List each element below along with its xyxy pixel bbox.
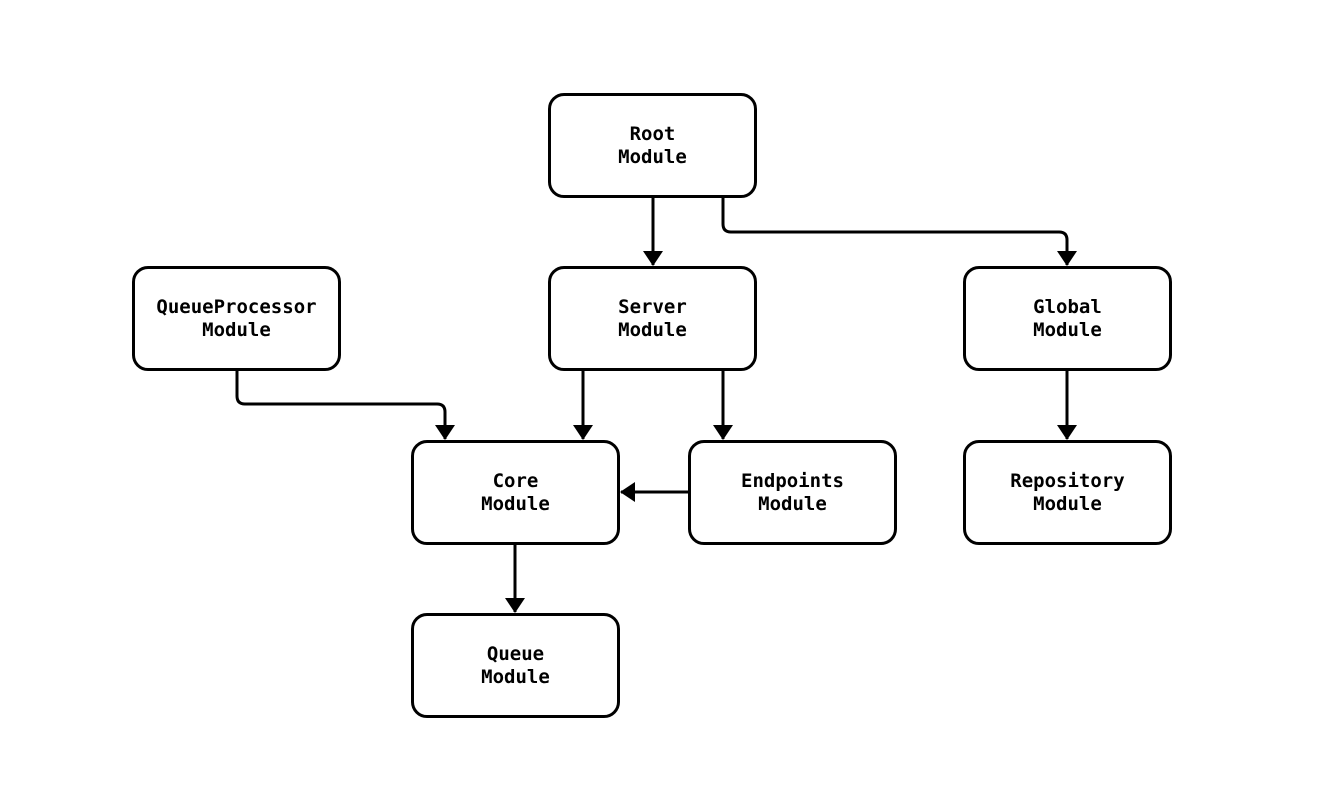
edges-group — [235, 198, 1077, 613]
node-label-line: Module — [1033, 318, 1102, 341]
node-label-line: Endpoints — [741, 469, 844, 492]
node-label-line: Server — [618, 295, 687, 318]
node-label-line: QueueProcessor — [156, 295, 317, 318]
node-label-line: Queue — [486, 642, 545, 665]
node-label-line: Module — [481, 492, 550, 515]
node-label-line: Module — [618, 318, 687, 341]
node-label-line: Root — [629, 122, 676, 145]
node-label-line: Module — [1033, 492, 1102, 515]
node-label-line: Module — [481, 665, 550, 688]
node-label-line: Repository — [1010, 469, 1125, 492]
node-label-line: Module — [202, 318, 271, 341]
edge-root-to-global — [721, 198, 1077, 266]
edge-queueprocessor-to-core — [235, 371, 455, 440]
node-label-line: Global — [1033, 295, 1102, 318]
node-label-line: Core — [492, 469, 539, 492]
node-label-line: Module — [618, 145, 687, 168]
node-label-line: Module — [758, 492, 827, 515]
